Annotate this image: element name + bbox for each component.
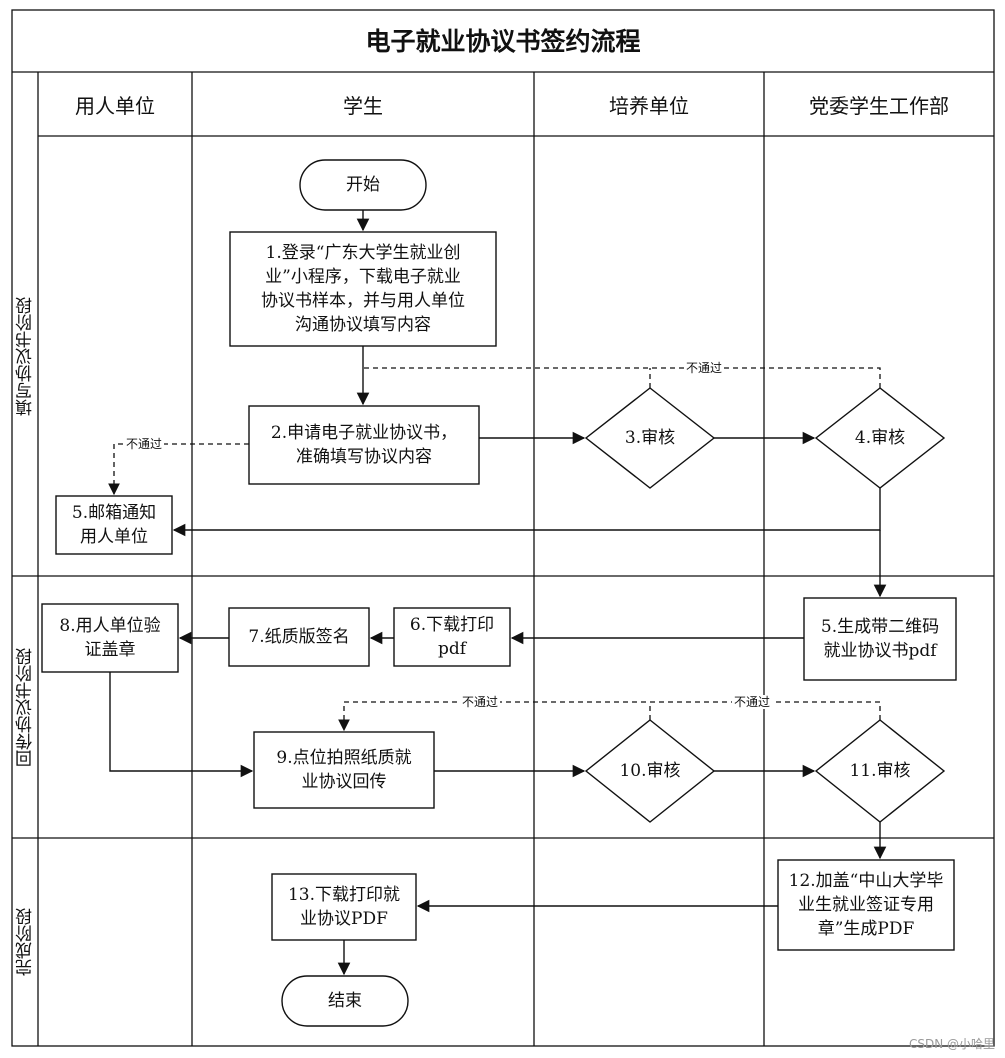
step-5b-text: 5.生成带二维码 就业协议书pdf (820, 617, 940, 661)
reject-path-11-to-9 (338, 701, 881, 732)
stage-label-complete: 完成阶段 (12, 838, 38, 1046)
stage-return-text: 回传协议书阶段 (15, 647, 36, 767)
arrow-8-to-9 (109, 672, 254, 778)
step-5-generate-pdf: 5.生成带二维码 就业协议书pdf (804, 598, 956, 680)
reject-paths (108, 367, 881, 732)
reject-label-left: 不通过 (124, 437, 165, 451)
step-5-email-notify: 5.邮箱通知 用人单位 (56, 496, 172, 554)
start-node: 开始 (346, 175, 380, 195)
step-6-text: 6.下载打印 pdf (409, 615, 495, 659)
page-title: 电子就业协议书签约流程 (365, 27, 641, 56)
stage-complete-text: 完成阶段 (15, 908, 36, 976)
step-2-apply: 2.申请电子就业协议书， 准确填写协议内容 (251, 408, 477, 482)
step-13-text: 13.下载打印就 业协议PDF (287, 885, 401, 929)
step6-box (393, 607, 511, 667)
step-8-stamp: 8.用人单位验 证盖章 (42, 604, 178, 672)
step-3-review: 3.审核 (624, 428, 676, 448)
step-9-text: 9.点位拍照纸质就 业协议回传 (276, 748, 412, 792)
step13-box (271, 873, 417, 941)
step3-diamond (584, 387, 716, 489)
lane-header-student: 学生 (343, 93, 383, 118)
node-shapes (41, 159, 957, 1027)
step-4-review: 4.审核 (854, 428, 906, 448)
flow-arrows (109, 210, 887, 976)
step5a-box (55, 495, 173, 555)
step2-box (248, 405, 480, 485)
stage-label-fill: 填写协议书阶段 (12, 136, 38, 576)
step5b-box (803, 597, 957, 681)
lane-header-employer: 用人单位 (75, 93, 155, 118)
step-11-review: 11.审核 (849, 761, 911, 781)
step10-diamond (584, 719, 716, 823)
stage-fill-text: 填写协议书阶段 (15, 296, 36, 416)
watermark: CSDN @小哈里 (908, 1037, 995, 1051)
end-node: 结束 (328, 991, 362, 1011)
reject-path-3-4-to-2 (363, 367, 881, 388)
arrow-4-to-5a (172, 488, 881, 537)
step9-box (253, 731, 435, 809)
outer-frame (11, 9, 995, 1047)
reject-label-top: 不通过 (684, 361, 725, 375)
lane-header-training-unit: 培养单位 (609, 93, 689, 118)
step-9-upload: 9.点位拍照纸质就 业协议回传 (254, 732, 434, 808)
step-10-review: 10.审核 (619, 761, 681, 781)
stage-label-return: 回传协议书阶段 (12, 576, 38, 838)
reject-path-2-to-5a (108, 443, 249, 496)
step-1-text: 1.登录“广东大学生就业创 业”小程序，下载电子就业 协议书样本，并与用人单位 … (261, 243, 465, 335)
step-7-sign: 7.纸质版签名 (248, 627, 350, 647)
step-12-text: 12.加盖“中山大学毕 业生就业签证专用 章”生成PDF (788, 871, 944, 939)
swimlane-grid (11, 9, 995, 1047)
step12-box (777, 859, 955, 951)
step7-box (228, 607, 370, 667)
step8-box (41, 603, 179, 673)
step-2-text: 2.申请电子就业协议书， 准确填写协议内容 (270, 423, 458, 467)
step-12-seal: 12.加盖“中山大学毕 业生就业签证专用 章”生成PDF (778, 860, 954, 950)
step-1-login: 1.登录“广东大学生就业创 业”小程序，下载电子就业 协议书样本，并与用人单位 … (234, 234, 492, 344)
step-5a-text: 5.邮箱通知 用人单位 (71, 503, 157, 547)
reject-label-mid: 不通过 (460, 695, 501, 709)
reject-label-right: 不通过 (732, 695, 773, 709)
step1-box (229, 231, 497, 347)
end-terminal-shape (281, 975, 409, 1027)
step-13-print: 13.下载打印就 业协议PDF (272, 874, 416, 940)
step-6-download: 6.下载打印 pdf (394, 608, 510, 666)
step-8-text: 8.用人单位验 证盖章 (59, 616, 161, 660)
lane-header-student-affairs: 党委学生工作部 (809, 93, 949, 118)
